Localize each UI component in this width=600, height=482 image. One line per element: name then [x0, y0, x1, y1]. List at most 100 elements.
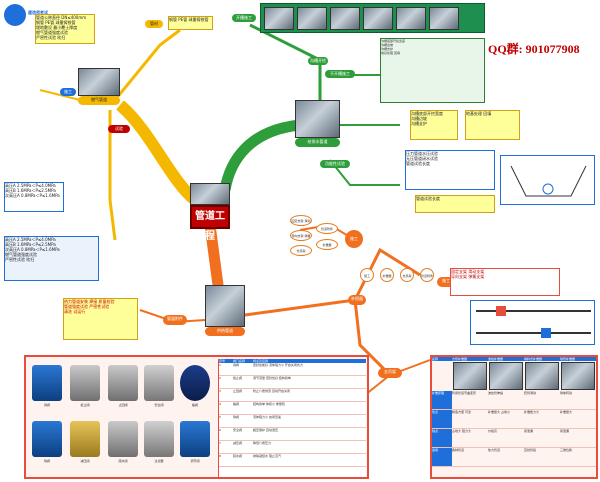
- table-cell: 利用管道弯曲变形: [452, 391, 477, 395]
- table-cell: 降低介质压力: [253, 441, 272, 445]
- drain-yellow-note: 沟槽底部开挖宽度: [411, 111, 443, 116]
- drain-diagram-box: [500, 155, 595, 205]
- support-diagram: [476, 306, 591, 338]
- steam-trap-icon: [108, 421, 138, 457]
- ball-valve-icon: [32, 421, 62, 457]
- heat-photo: [205, 285, 245, 327]
- gas-pressure-label: 高压A 2.5MPa＜P≤4.0MPa: [5, 183, 56, 188]
- table-cell: 补偿量大 占地小: [488, 410, 510, 414]
- compensator-photo-row: [432, 361, 596, 391]
- table-cell: 4: [219, 402, 221, 406]
- gas-pressure-box: 高压A 2.5MPa＜P≤4.0MPa 高压B 1.6MPa＜P≤2.5MPa …: [4, 182, 64, 212]
- drain-table-cell: 沟槽边坡: [381, 43, 394, 47]
- heat-bubble: 补偿器: [316, 239, 338, 250]
- table-cell: 适用: [432, 448, 452, 466]
- gas-material-note: 钢管 PE管 球墨铸铁管: [169, 17, 209, 22]
- heat-bubble-group: 固定支架 滑动支架 导向支架 弹簧支架 支吊架 管道附件 补偿器: [290, 215, 340, 260]
- gas-note: 燃气管道强度试验: [36, 30, 68, 35]
- gas-sub-line-2: [108, 110, 117, 241]
- table-cell: 球体转动: [560, 391, 573, 395]
- table-cell: 补偿量大: [560, 410, 573, 414]
- heat-left-note: 管道强度试验 严密性试验: [64, 304, 110, 309]
- table-cell: 截止阀: [233, 376, 243, 380]
- table-row: 缺点占地大 阻力大价格高易泄漏易泄漏: [432, 429, 596, 448]
- compensator-header-cell: 填料式补偿器: [524, 357, 543, 361]
- drain-test-note: 无压管道闭水试验: [406, 156, 438, 161]
- heat-circle: 补偿器: [380, 268, 394, 282]
- drain-strip-photo: [264, 7, 294, 30]
- gas-pressure-row: 高压B 1.6MPa＜P≤2.5MPa: [5, 242, 56, 247]
- drain-strip-photo: [297, 7, 327, 30]
- table-cell: 补偿能力大: [524, 410, 540, 414]
- trench-diagram: [510, 165, 587, 197]
- table-cell: 流体阻力小 启闭迅速: [253, 415, 281, 419]
- globe-valve-icon: [70, 365, 100, 401]
- compensator-header-cell: 方形补偿器: [452, 357, 468, 361]
- table-cell: 7: [219, 441, 221, 445]
- table-cell: 三维位移: [560, 448, 573, 452]
- compensator-photo-spacer: [432, 361, 452, 391]
- table-cell: 排除凝结水 阻止蒸汽: [253, 454, 281, 458]
- drain-yellow-note: 沟槽边坡: [411, 116, 427, 121]
- gas-pressure-row: 次高压A 0.8MPa＜P≤1.6MPa: [5, 247, 60, 252]
- valve-label: 蝶阀: [191, 403, 198, 407]
- table-cell: 5: [219, 415, 221, 419]
- valve-label: 止回阀: [118, 403, 128, 407]
- table-cell: 超压保护 自动泄压: [253, 428, 278, 432]
- gas-branch-label: 燃气管道: [78, 96, 120, 105]
- heat-sub-line-2: [353, 299, 392, 377]
- control-valve-icon: [180, 421, 210, 457]
- compensator-header-cell: 名称: [432, 357, 439, 361]
- table-cell: 制造方便 可靠: [452, 410, 471, 414]
- table-cell: 优点: [432, 410, 452, 428]
- compensator-body: 补偿原理利用管道弯曲变形波纹管伸缩套筒滑动球体转动优点制造方便 可靠补偿量大 占…: [432, 391, 596, 467]
- heat-circle: 管道附件: [420, 268, 434, 282]
- table-cell: 1: [219, 363, 221, 367]
- valve-table-header: 序号 阀门名称 特点及应用: [219, 359, 366, 363]
- drain-sub-line: [249, 23, 322, 110]
- logo: [4, 4, 26, 26]
- gas-notes-box: 管道公称直径 DN≤400mm 钢管 PE管 球墨铸铁管 埋地敷设 最小覆土厚度…: [35, 14, 95, 44]
- filter-icon: [144, 421, 174, 457]
- table-cell: 安全阀: [233, 428, 243, 432]
- table-cell: 疏水阀: [233, 454, 243, 458]
- heat-tag: 支吊架: [378, 368, 402, 378]
- valve-label: 调节阀: [190, 459, 200, 463]
- heat-circle: 支吊架: [400, 268, 414, 282]
- gas-branch-line: [116, 100, 199, 205]
- valve-header-cell: 序号: [219, 359, 226, 363]
- compensator-table: 名称 方形补偿器 波纹补偿器 填料式补偿器 球形补偿器 补偿原理利用管道弯曲变形…: [430, 355, 598, 479]
- table-cell: 闸阀: [233, 363, 240, 367]
- heat-right-note: 固定支架 滑动支架: [451, 269, 485, 274]
- heat-bubble: 管道附件: [316, 223, 338, 234]
- ball-compensator-photo: [561, 362, 595, 390]
- qq-watermark: QQ群: 901077908: [488, 42, 580, 56]
- heat-branch-label: 供热管道: [205, 327, 245, 336]
- table-cell: 结构简单 体积小 重量轻: [253, 402, 285, 406]
- heat-tag: 施工: [345, 230, 363, 248]
- drain-strip-photo: [330, 7, 360, 30]
- heat-bubble: 导向支架 弹簧支架: [290, 230, 312, 249]
- square-compensator-photo: [453, 362, 487, 390]
- heat-circle-row: 施工 补偿器 支吊架 管道附件: [360, 268, 435, 282]
- heat-tag: 管道附件: [163, 315, 187, 325]
- valve-header-cell: 阀门名称: [233, 359, 246, 363]
- table-cell: 直线管段: [524, 448, 537, 452]
- valve-header-cell: 特点及应用: [253, 359, 269, 363]
- valve-label: 安全阀: [154, 403, 164, 407]
- heat-right-note: 导向支架 弹簧支架: [451, 274, 485, 279]
- table-cell: 减压阀: [233, 441, 243, 445]
- check-valve-icon: [108, 365, 138, 401]
- logo-text: 建造师考试: [28, 10, 48, 15]
- table-cell: 易泄漏: [560, 429, 570, 433]
- compensator-header: 名称 方形补偿器 波纹补偿器 填料式补偿器 球形补偿器: [432, 357, 596, 361]
- pressure-reducing-valve-icon: [70, 421, 100, 457]
- gas-note: 管道公称直径 DN≤400mm: [36, 15, 87, 20]
- drain-bottom-note: 管道试验长度: [415, 195, 495, 213]
- table-cell: 2: [219, 376, 221, 380]
- table-cell: 止回阀: [233, 389, 243, 393]
- valve-label: 减压阀: [80, 459, 90, 463]
- valve-table: 闸阀 截止阀 止回阀 安全阀 蝶阀 球阀 减压阀 疏水阀 过滤器 调节阀 序号 …: [24, 355, 369, 479]
